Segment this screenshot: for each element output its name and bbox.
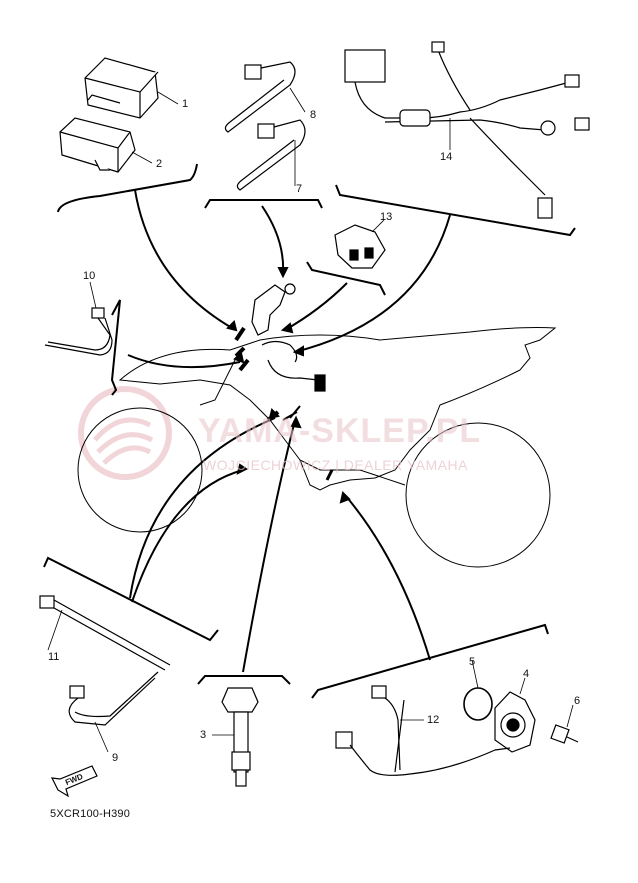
watermark-title: YAMA-SKLEP.PL [198, 412, 482, 450]
part-cable-tie-11 [39, 595, 171, 671]
callout-4: 4 [523, 668, 530, 680]
part-wire-lead-8 [224, 61, 296, 133]
part-cdi-unit [84, 57, 159, 119]
part-wire-harness [344, 41, 590, 219]
callout-1: 1 [182, 98, 189, 110]
callout-13: 13 [380, 211, 393, 223]
diagram-code: 5XCR100-H390 [50, 808, 131, 820]
headstock-sketch [234, 283, 334, 481]
callout-6: 6 [574, 695, 581, 707]
part-bolt-6 [550, 724, 579, 744]
fwd-arrow-icon [50, 765, 98, 798]
part-lead-12 [335, 685, 511, 776]
part-clip-10 [44, 307, 113, 356]
callout-10: 10 [83, 270, 96, 282]
leader-arrows [127, 189, 451, 673]
callout-9: 9 [112, 752, 119, 764]
callout-8: 8 [310, 109, 317, 121]
callout-2: 2 [156, 158, 163, 170]
part-sensor-4 [494, 691, 536, 753]
part-ignition-coil [221, 687, 259, 787]
part-relay [59, 117, 136, 173]
part-oring-5 [463, 687, 493, 721]
part-wire-lead-7 [236, 119, 306, 191]
callout-5: 5 [469, 656, 476, 668]
callout-7: 7 [296, 183, 303, 195]
callout-leaders [47, 87, 574, 753]
watermark-subtitle: WOJCIECHOWICZ | DEALER YAMAHA [203, 457, 468, 473]
callout-12: 12 [427, 714, 440, 726]
callout-14: 14 [440, 151, 453, 163]
group-brackets [43, 163, 576, 699]
callout-3: 3 [200, 729, 207, 741]
part-connector-13 [334, 224, 386, 269]
watermark-logo [78, 386, 172, 480]
motorcycle-outline [77, 327, 557, 568]
callout-11: 11 [48, 651, 60, 663]
part-band-9 [68, 671, 159, 726]
